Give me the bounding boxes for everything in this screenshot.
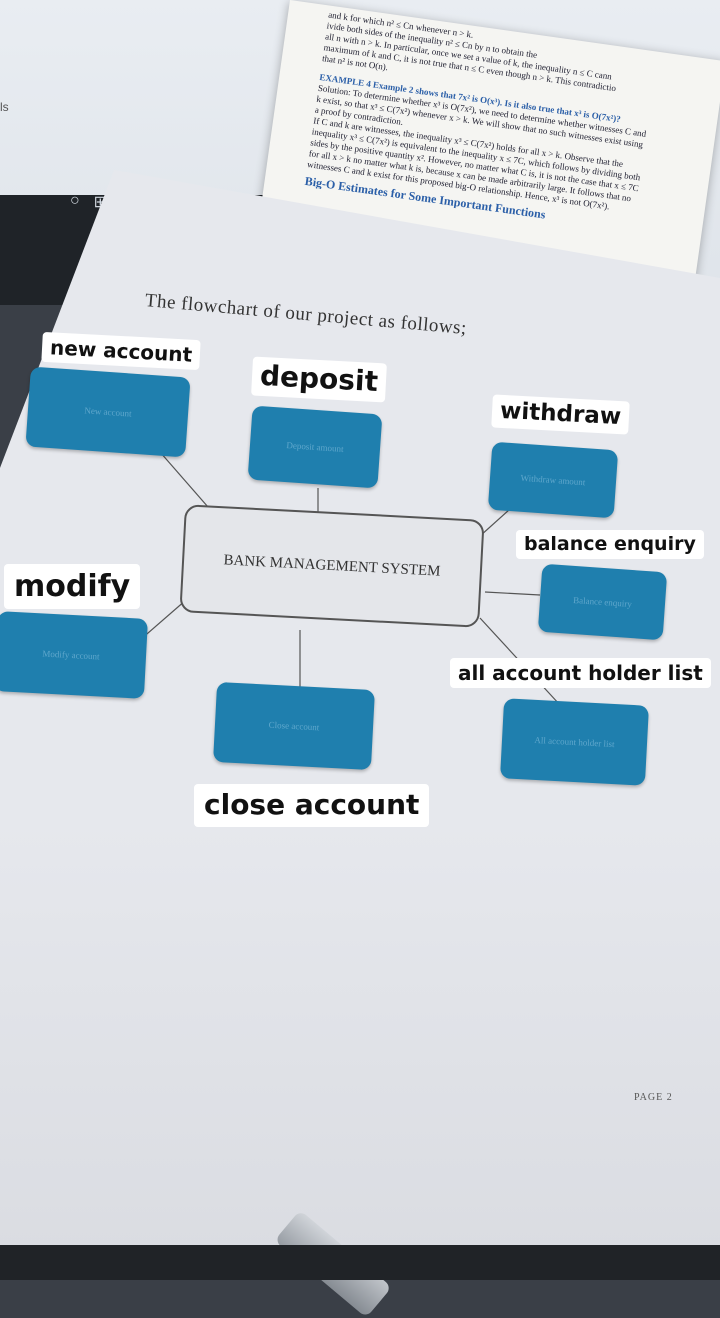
side-text: ls xyxy=(0,100,9,114)
node-close: Close account xyxy=(213,681,375,771)
circle-icon[interactable]: ○ xyxy=(70,192,80,209)
node-balance: Balance enquiry xyxy=(537,563,668,641)
connector-balance xyxy=(484,591,541,596)
page-number: PAGE 2 xyxy=(634,1092,673,1103)
sticker-deposit: deposit xyxy=(251,356,387,403)
node-label: Modify account xyxy=(42,648,100,662)
node-label: Close account xyxy=(268,719,320,733)
node-label: Balance enquiry xyxy=(572,594,633,610)
desk-edge xyxy=(0,1245,720,1280)
connector-modify xyxy=(139,599,187,641)
center-node-label: BANK MANAGEMENT SYSTEM xyxy=(223,551,441,580)
node-label: New account xyxy=(84,405,132,419)
node-label: All account holder list xyxy=(534,734,615,750)
sticker-balance: balance enquiry xyxy=(516,530,704,559)
node-label: Withdraw amount xyxy=(520,472,586,488)
node-label: Deposit amount xyxy=(286,440,344,454)
sticker-close: close account xyxy=(194,784,430,827)
node-holder-list: All account holder list xyxy=(500,698,649,786)
sticker-modify: modify xyxy=(4,564,141,609)
node-new-account: New account xyxy=(25,366,191,458)
node-withdraw: Withdraw amount xyxy=(487,441,619,519)
paper-shadow xyxy=(0,820,720,1260)
node-deposit: Deposit amount xyxy=(247,405,383,489)
sticker-holder-list: all account holder list xyxy=(450,658,711,688)
center-node: BANK MANAGEMENT SYSTEM xyxy=(179,504,485,628)
node-modify: Modify account xyxy=(0,611,148,699)
